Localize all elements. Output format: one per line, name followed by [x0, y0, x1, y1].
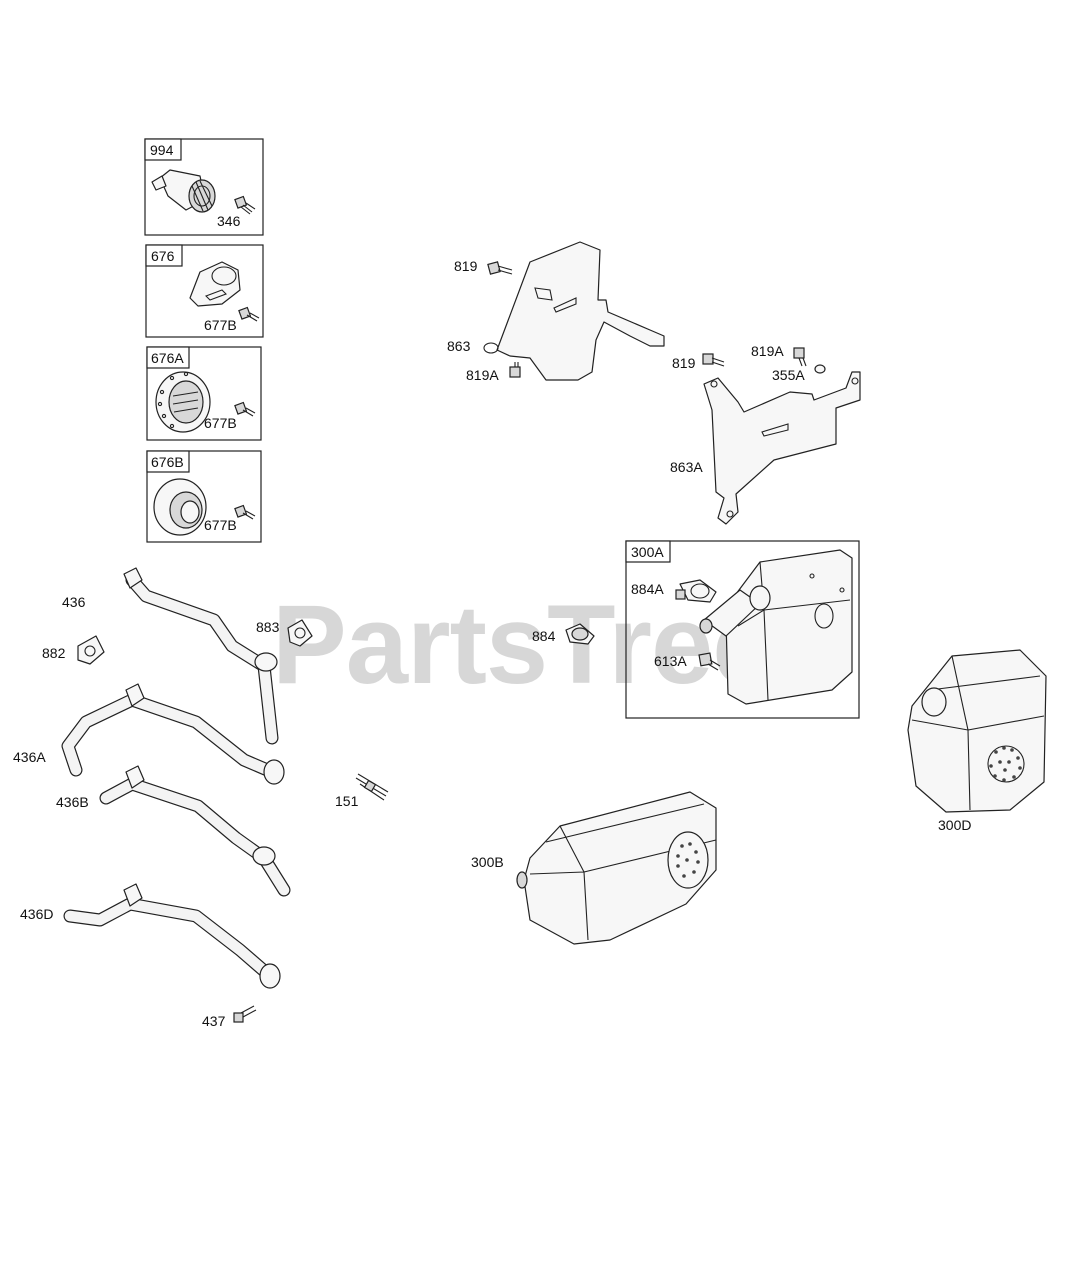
part-676-cover[interactable] — [189, 261, 241, 307]
watermark-text: PartsTree — [272, 582, 774, 707]
callout-436B: 436B — [56, 794, 89, 810]
inset-tag-300A: 300A — [631, 544, 664, 560]
part-151-stud[interactable] — [355, 773, 389, 801]
inset-tag-box — [145, 244, 183, 267]
part-882-gasket[interactable] — [77, 635, 105, 665]
inset-tag-box — [146, 346, 190, 369]
part-863A-bracket[interactable] — [703, 371, 861, 525]
part-300D-muffler[interactable] — [907, 649, 1047, 813]
part-436D-pipe[interactable] — [63, 883, 281, 989]
part-436A-pipe[interactable] — [61, 683, 285, 785]
callout-677B: 677B — [204, 517, 237, 533]
callout-613A: 613A — [654, 653, 687, 669]
part-884-clamp[interactable] — [565, 623, 595, 645]
part-677B-screw[interactable] — [238, 306, 260, 322]
part-819-screw[interactable] — [702, 353, 725, 367]
part-355A-washer[interactable] — [814, 364, 826, 374]
callout-346: 346 — [217, 213, 241, 229]
inset-676A[interactable]: 676A 677B — [146, 346, 262, 441]
inset-frame — [146, 346, 262, 441]
inset-frame — [145, 244, 264, 338]
callout-819A: 819A — [751, 343, 784, 359]
callout-677B: 677B — [204, 415, 237, 431]
inset-300A[interactable]: 300A 884A 613A — [625, 540, 860, 719]
part-819A-screw[interactable] — [509, 362, 521, 378]
inset-tag-box — [146, 450, 190, 473]
part-677B-screw[interactable] — [234, 401, 256, 417]
perforation-pattern — [989, 746, 1022, 782]
part-436-pipe[interactable] — [123, 567, 279, 745]
callout-819: 819 — [454, 258, 478, 274]
part-884A-clamp[interactable] — [675, 579, 717, 603]
part-676A-cover[interactable] — [155, 371, 211, 433]
part-677B-screw[interactable] — [234, 504, 256, 520]
callout-355A: 355A — [772, 367, 805, 383]
watermark: PartsTree TM — [272, 582, 789, 707]
inset-frame — [146, 450, 262, 543]
part-437-screw[interactable] — [233, 1005, 257, 1023]
part-346-screw[interactable] — [234, 195, 256, 215]
part-676B-cover[interactable] — [153, 478, 207, 536]
callout-300D: 300D — [938, 817, 971, 833]
inset-676[interactable]: 676 677B — [145, 244, 264, 338]
callout-300B: 300B — [471, 854, 504, 870]
callout-436D: 436D — [20, 906, 53, 922]
callout-677B: 677B — [204, 317, 237, 333]
inset-tag-box — [144, 138, 182, 161]
part-436B-pipe[interactable] — [99, 765, 291, 897]
callout-436: 436 — [62, 594, 86, 610]
part-300B-muffler[interactable] — [516, 791, 717, 945]
part-863-bracket[interactable] — [483, 241, 665, 381]
inset-676B[interactable]: 676B 677B — [146, 450, 262, 543]
callout-436A: 436A — [13, 749, 46, 765]
callout-863A: 863A — [670, 459, 703, 475]
perforation-pattern — [676, 842, 700, 878]
callout-882: 882 — [42, 645, 66, 661]
callout-437: 437 — [202, 1013, 226, 1029]
callout-819: 819 — [672, 355, 696, 371]
part-300A-muffler[interactable] — [699, 549, 853, 705]
part-994-air-cleaner[interactable] — [151, 169, 216, 213]
callout-884: 884 — [532, 628, 556, 644]
callout-863: 863 — [447, 338, 471, 354]
inset-tag-676A: 676A — [151, 350, 184, 366]
callout-884A: 884A — [631, 581, 664, 597]
inset-frame — [144, 138, 264, 236]
part-613A-screw[interactable] — [698, 652, 721, 671]
part-819-screw[interactable] — [487, 261, 513, 275]
callout-819A: 819A — [466, 367, 499, 383]
inset-frame — [625, 540, 860, 719]
inset-994[interactable]: 994 346 — [144, 138, 264, 236]
callout-151: 151 — [335, 793, 359, 809]
part-883-gasket[interactable] — [287, 619, 313, 647]
inset-tag-676: 676 — [151, 248, 175, 264]
callout-883: 883 — [256, 619, 280, 635]
inset-tag-994: 994 — [150, 142, 174, 158]
part-819A-screw[interactable] — [793, 347, 807, 367]
inset-tag-box — [625, 540, 671, 563]
inset-tag-676B: 676B — [151, 454, 184, 470]
